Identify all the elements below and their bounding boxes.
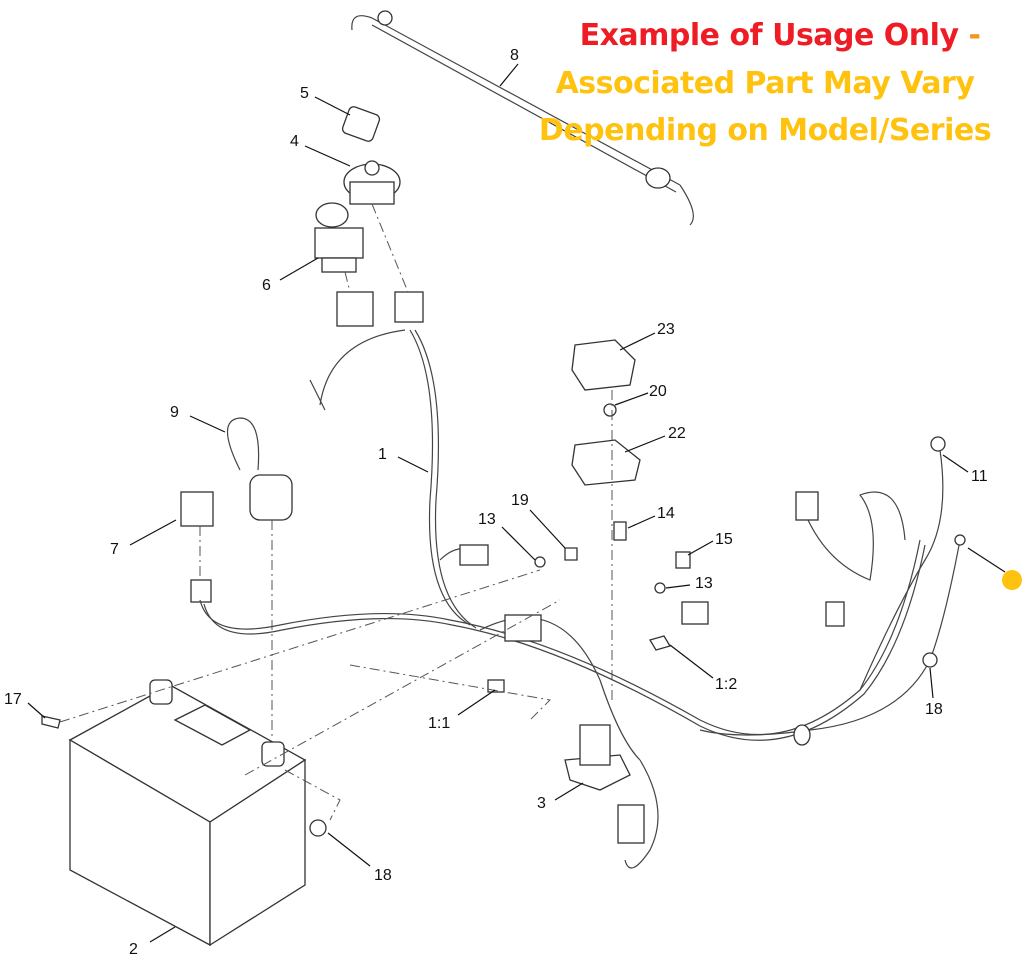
callout-1-2: 1:2	[715, 676, 737, 693]
part-bolt	[613, 521, 627, 541]
part-pto-switch	[314, 202, 424, 327]
callout-8: 8	[510, 47, 519, 64]
part-nut-18	[309, 819, 327, 837]
callout-20: 20	[649, 383, 667, 400]
part-ignition-switch	[343, 160, 401, 205]
hotspot-marker[interactable]	[1002, 570, 1022, 590]
callout-23: 23	[657, 321, 675, 338]
part-fuse-2	[649, 635, 671, 651]
callout-5: 5	[300, 85, 309, 102]
callout-1-1: 1:1	[428, 715, 450, 732]
part-washer	[534, 556, 546, 568]
callout-4: 4	[290, 133, 299, 150]
callout-13: 13	[478, 511, 496, 528]
notice-line-3: Depending on Model/Series	[538, 113, 992, 148]
callout-14: 14	[657, 505, 675, 522]
callout-15: 15	[715, 531, 733, 548]
notice-dash: -	[958, 18, 981, 53]
part-clip	[564, 547, 578, 561]
callout-7: 7	[110, 541, 119, 558]
callout-13b: 13	[695, 575, 713, 592]
part-rod	[351, 10, 694, 226]
callout-17: 17	[4, 691, 22, 708]
part-cover	[571, 339, 636, 391]
part-screw	[675, 551, 691, 569]
part-boot	[571, 439, 641, 486]
notice-text-1: Example of Usage Only	[579, 18, 959, 53]
callout-18b: 18	[374, 867, 392, 884]
part-relay-plug	[190, 579, 212, 603]
part-bolt-17	[41, 715, 61, 729]
callout-9: 9	[170, 404, 179, 421]
callout-1: 1	[378, 446, 387, 463]
callout-leaders	[27, 63, 1006, 943]
part-washer-2	[654, 582, 666, 594]
callout-3: 3	[537, 795, 546, 812]
callout-11: 11	[971, 468, 988, 485]
part-battery	[68, 679, 307, 947]
wire-harness	[199, 329, 966, 869]
part-relay	[180, 491, 214, 527]
part-fuse	[487, 679, 505, 693]
callout-6: 6	[262, 277, 271, 294]
part-solenoid	[564, 724, 631, 791]
notice-line-2: Associated Part May Vary	[555, 66, 975, 101]
part-key	[341, 106, 381, 142]
callout-18: 18	[925, 701, 943, 718]
notice-line-1: Example of Usage Only -	[560, 18, 1000, 54]
callout-2: 2	[129, 941, 138, 958]
part-seat-switch	[227, 417, 293, 521]
callout-22: 22	[668, 425, 686, 442]
part-nut	[603, 403, 617, 417]
callout-19: 19	[511, 492, 529, 509]
callout-labels: 8 5 4 6 23 20 22 9 1 11 19 13 14 15 13 7…	[4, 47, 988, 958]
